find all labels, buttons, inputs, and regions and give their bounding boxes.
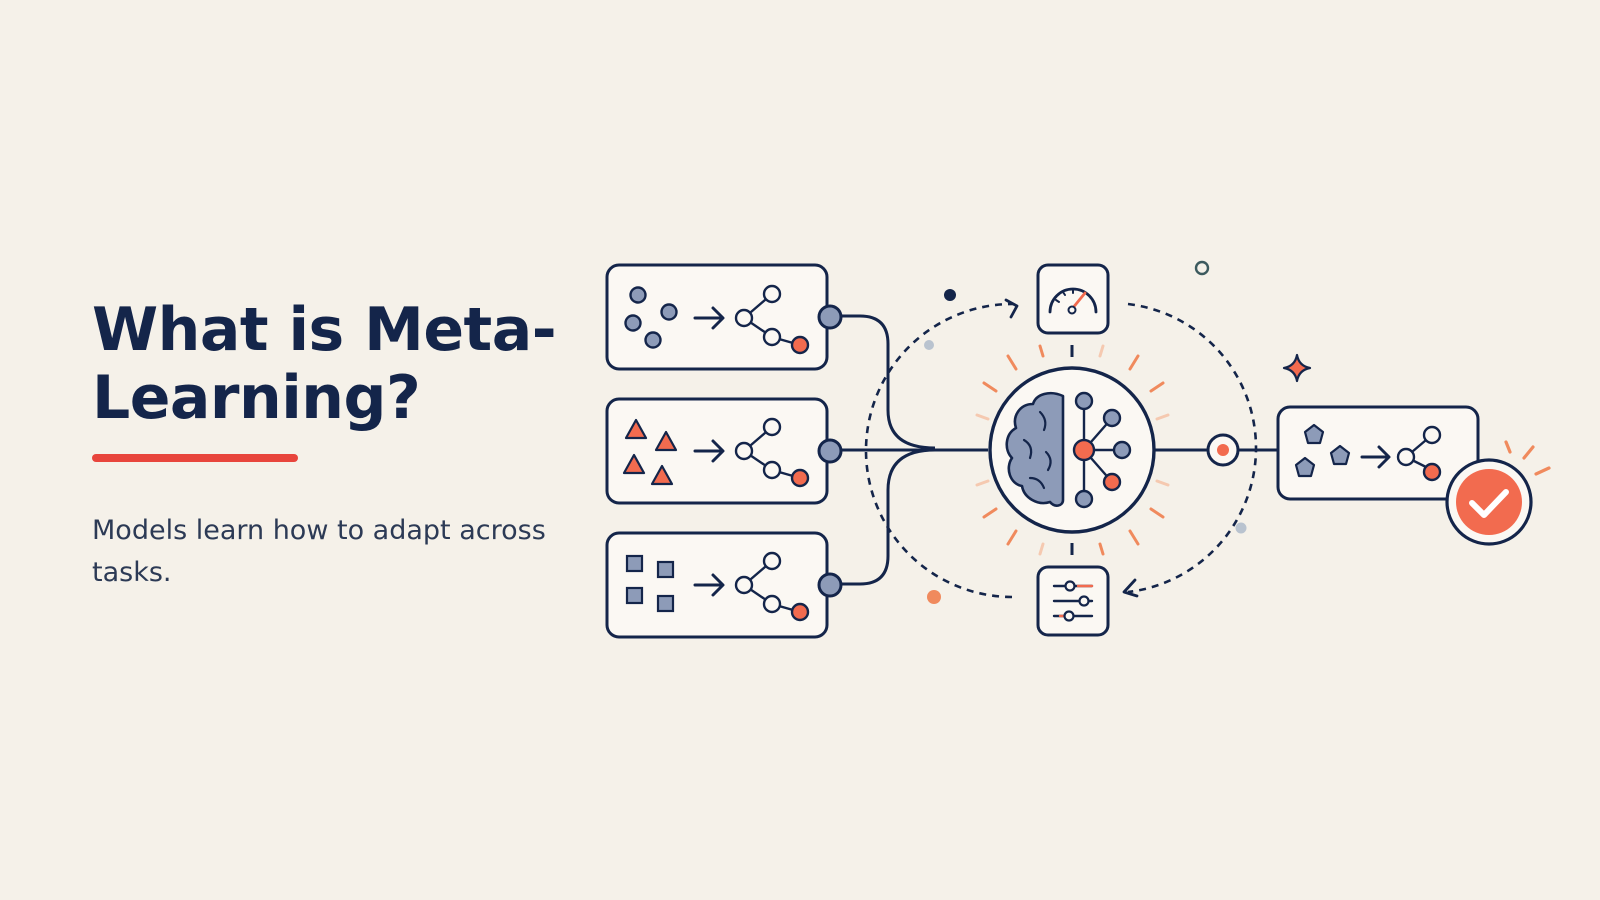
port-node [817,438,843,464]
sample-circle [660,303,678,321]
page-subtitle: Models learn how to adapt across tasks. [92,515,546,588]
sample-circle [624,314,642,332]
task-card-circles [605,263,843,371]
arrow-right-icon [693,306,725,330]
orbit-arrowheads [1004,298,1139,598]
tree-network-icon [734,551,810,622]
orbit-arc-left [864,302,1014,599]
port-node [817,304,843,330]
sample-square [625,586,644,605]
text-panel: What is Meta-Learning? Models learn how … [92,296,562,594]
sample-square [656,560,675,579]
arrow-right-icon [693,573,725,597]
output-junction-node [1206,433,1240,467]
speedometer-icon [1036,263,1110,335]
arrowhead-top [1004,298,1019,319]
sample-pentagon [1294,456,1316,478]
port-node [817,572,843,598]
task-card-squares [605,531,843,639]
sample-square [625,554,644,573]
check-icon [1445,440,1551,546]
sample-triangle [654,430,678,452]
sample-pentagon [1303,423,1325,445]
feedback-loop-arcs [864,302,1258,599]
sample-triangle [622,453,646,475]
output-task-card [1276,405,1480,501]
brain-network-icon [988,366,1156,534]
sample-square [656,594,675,613]
tree-network-icon [1396,425,1442,482]
sample-triangle [624,418,648,440]
orbit-arc-right [1127,302,1258,594]
connector-bottom [828,448,936,586]
arrowhead-bottom [1122,578,1139,598]
sample-circle [644,331,662,349]
sample-pentagon [1329,444,1351,466]
connector-top [828,314,936,450]
decorative-dots [924,260,1247,604]
sparkle-rays [975,344,1170,556]
task-connectors [828,314,1282,586]
arrow-right-icon [693,439,725,463]
sample-triangle [650,464,674,486]
tree-network-icon [734,284,810,355]
sparkle-star-icon [1282,353,1312,383]
sample-circle [629,286,647,304]
arrow-right-icon [1360,445,1391,469]
network-nodes [1072,391,1132,509]
sliders-icon [1036,565,1110,637]
brain-half [1005,391,1065,507]
task-card-triangles [605,397,843,505]
title-underline [92,454,298,462]
page-title: What is Meta-Learning? [92,295,557,433]
tree-network-icon [734,417,810,488]
